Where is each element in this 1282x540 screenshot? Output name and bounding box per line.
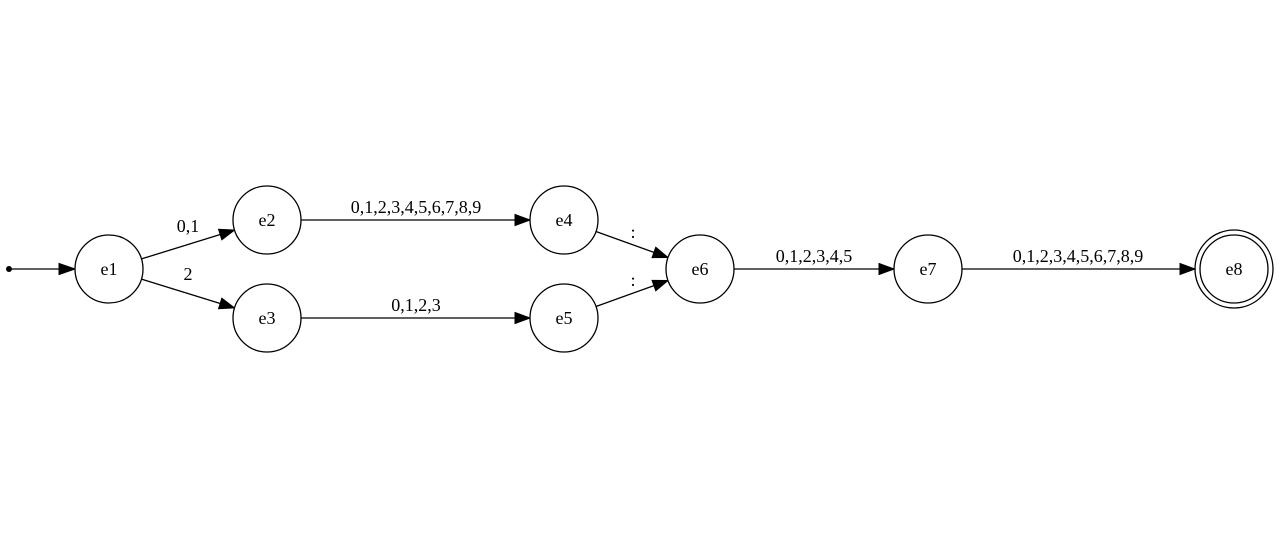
edge-arrowhead: [217, 228, 236, 241]
edge-label: 2: [184, 264, 193, 284]
edge-e5-e6: :: [595, 270, 670, 308]
edge-label: :: [630, 222, 635, 242]
edge-label: 0,1,2,3: [391, 295, 441, 315]
edge-e1-e3: 2: [141, 264, 236, 310]
accepting-ring: [1194, 229, 1274, 309]
state-e3: e3: [232, 283, 302, 353]
edge-e6-e7: 0,1,2,3,4,5: [734, 246, 896, 276]
state-e6: e6: [665, 234, 735, 304]
state-circle: [1199, 234, 1269, 304]
edges-layer: 0,120,1,2,3,4,5,6,7,8,90,1,2,3::0,1,2,3,…: [141, 197, 1197, 325]
state-label: e8: [1226, 259, 1243, 279]
edge-e1-e2: 0,1: [141, 216, 236, 260]
edge-label: 0,1: [177, 216, 200, 236]
state-label: e7: [920, 259, 937, 279]
edge-e4-e6: :: [595, 222, 670, 259]
state-label: e3: [259, 308, 276, 328]
edge-label: 0,1,2,3,4,5: [776, 246, 853, 266]
edge-e2-e4: 0,1,2,3,4,5,6,7,8,9: [301, 197, 532, 227]
state-label: e4: [556, 210, 573, 230]
edge-label: 0,1,2,3,4,5,6,7,8,9: [1013, 246, 1144, 266]
edge-label: :: [630, 270, 635, 290]
state-circle: [893, 234, 963, 304]
state-circle: [665, 234, 735, 304]
edge-label: 0,1,2,3,4,5,6,7,8,9: [351, 197, 482, 217]
state-circle: [232, 283, 302, 353]
edge-arrowhead: [217, 297, 236, 310]
state-e5: e5: [529, 283, 599, 353]
state-label: e5: [556, 308, 573, 328]
edge-line: [595, 284, 655, 308]
edge-arrowhead: [651, 246, 670, 259]
edge-arrowhead: [514, 311, 532, 325]
state-e7: e7: [893, 234, 963, 304]
state-circle: [74, 234, 144, 304]
state-e2: e2: [232, 185, 302, 255]
edge-arrowhead: [878, 262, 896, 276]
edge-line: [141, 233, 221, 260]
state-label: e2: [259, 210, 276, 230]
nodes-layer: e1 e2 e3 e4 e5 e6 e7 e8: [74, 185, 1274, 353]
edge-e7-e8: 0,1,2,3,4,5,6,7,8,9: [962, 246, 1197, 276]
start-dot: [6, 266, 12, 272]
state-label: e1: [101, 259, 118, 279]
state-e4: e4: [529, 185, 599, 255]
edge-arrowhead: [1179, 262, 1197, 276]
edge-arrowhead: [651, 279, 670, 292]
edge-line: [595, 230, 655, 254]
edge-line: [141, 278, 221, 305]
state-e8: e8: [1194, 229, 1274, 309]
state-label: e6: [692, 259, 709, 279]
state-circle: [529, 185, 599, 255]
state-circle: [232, 185, 302, 255]
start-arrow: [6, 262, 77, 276]
state-circle: [529, 283, 599, 353]
edge-arrowhead: [514, 213, 532, 227]
start-arrowhead: [58, 262, 77, 276]
edge-e3-e5: 0,1,2,3: [301, 295, 532, 325]
state-e1: e1: [74, 234, 144, 304]
